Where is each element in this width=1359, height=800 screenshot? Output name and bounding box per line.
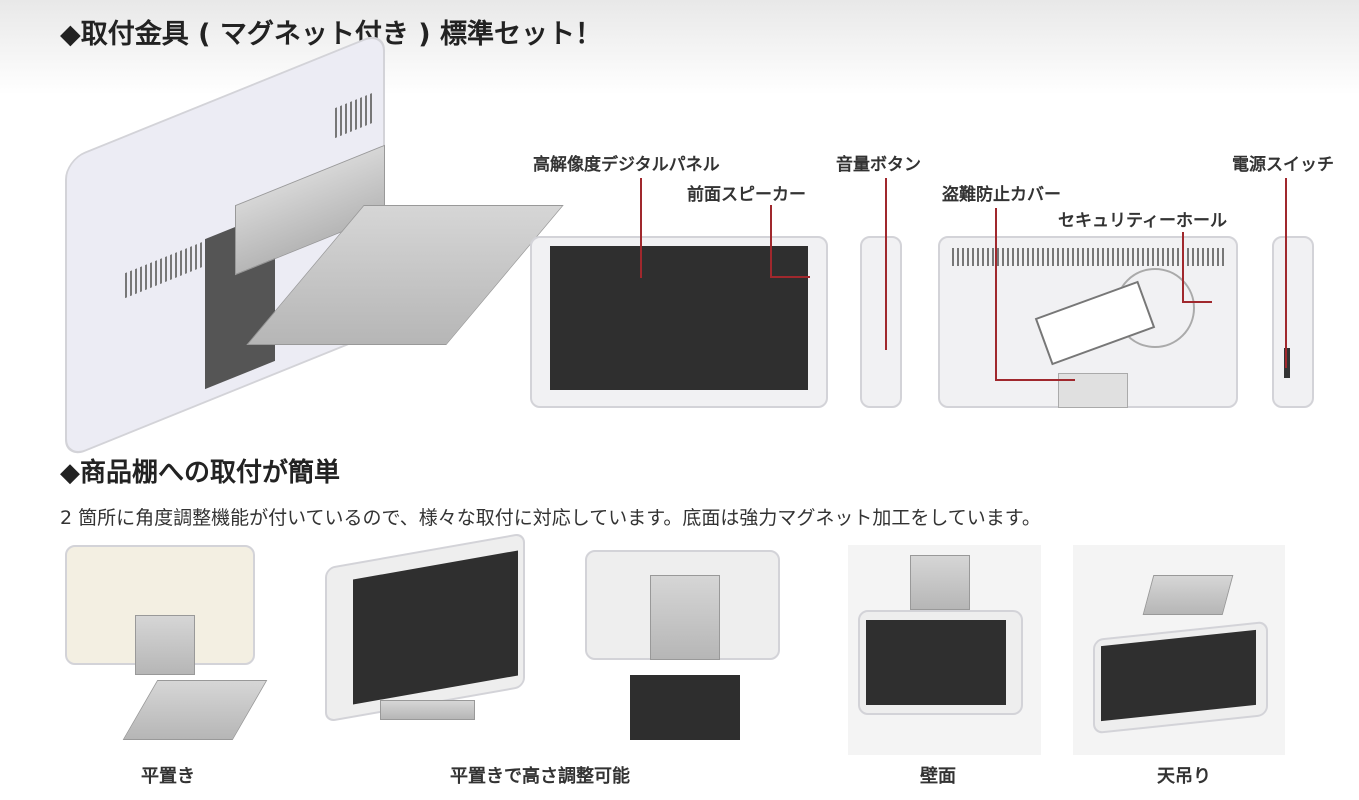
photo-height-adjust: [585, 550, 785, 750]
header-background: [0, 0, 1359, 95]
photo-flat-raised: [325, 532, 530, 723]
photo-ceiling: [1073, 545, 1285, 755]
caption-flat-height: 平置きで高さ調整可能: [450, 766, 630, 787]
callout-security-hole: セキュリティーホール: [1058, 211, 1227, 231]
back-view-diagram: [938, 236, 1238, 408]
callout-speaker: 前面スピーカー: [687, 185, 806, 205]
callout-volume: 音量ボタン: [836, 155, 921, 175]
section-title-bracket: ◆取付金具 ( マグネット付き ) 標準セット！: [60, 19, 603, 50]
caption-ceiling: 天吊り: [1157, 766, 1211, 787]
callout-panel: 高解像度デジタルパネル: [533, 155, 720, 175]
photo-flat: [60, 540, 268, 745]
caption-wall: 壁面: [920, 766, 956, 787]
side-view-diagram: [860, 236, 902, 408]
callout-cover: 盗難防止カバー: [942, 185, 1061, 205]
callout-power: 電源スイッチ: [1232, 155, 1334, 175]
section-title-shelf: ◆商品棚への取付が簡単: [60, 458, 340, 488]
front-view-diagram: [530, 236, 828, 408]
photo-wall: [848, 545, 1041, 755]
display-panel: [550, 246, 808, 390]
product-bracket-image: [55, 30, 564, 460]
caption-flat: 平置き: [141, 766, 195, 787]
right-side-view-diagram: [1272, 236, 1314, 408]
description: 2 箇所に角度調整機能が付いているので、様々な取付に対応しています。底面は強力マ…: [60, 507, 1041, 529]
